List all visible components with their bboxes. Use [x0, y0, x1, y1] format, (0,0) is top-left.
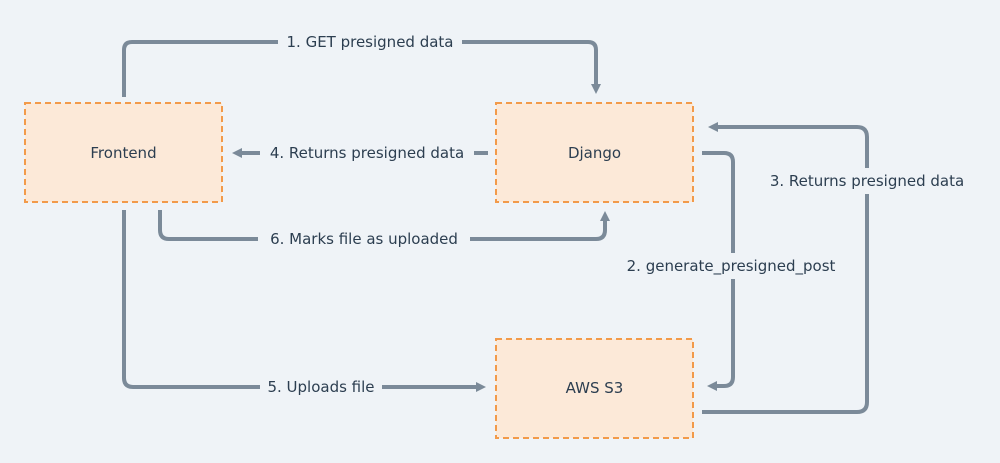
edge-step4-label: 4. Returns presigned data	[270, 144, 464, 162]
edge-step2-label-bg	[616, 253, 846, 279]
edge-step5-label-bg	[260, 375, 382, 399]
node-django-box	[495, 102, 694, 203]
edge-step6-label: 6. Marks file as uploaded	[270, 230, 458, 248]
edge-step5-label: 5. Uploads file	[267, 378, 374, 396]
edge-step3-label-bg	[760, 168, 974, 194]
edge-step3-arrow	[702, 122, 869, 414]
node-django-label: Django	[568, 144, 621, 162]
node-frontend-label: Frontend	[90, 144, 156, 162]
edge-step2-label: 2. generate_presigned_post	[627, 257, 836, 276]
edge-step6-label-bg	[258, 227, 470, 251]
edge-step4-label-bg	[260, 141, 474, 165]
node-django: Django	[495, 102, 694, 203]
node-frontend: Frontend	[24, 102, 223, 203]
edge-step3-label: 3. Returns presigned data	[770, 172, 964, 190]
node-aws-s3-label: AWS S3	[566, 379, 624, 397]
node-aws-s3: AWS S3	[495, 338, 694, 439]
edge-step1-label: 1. GET presigned data	[286, 33, 453, 51]
edge-step1-label-bg	[278, 30, 462, 54]
edge-step5-arrow	[122, 210, 486, 392]
node-aws-s3-box	[495, 338, 694, 439]
node-frontend-box	[24, 102, 223, 203]
